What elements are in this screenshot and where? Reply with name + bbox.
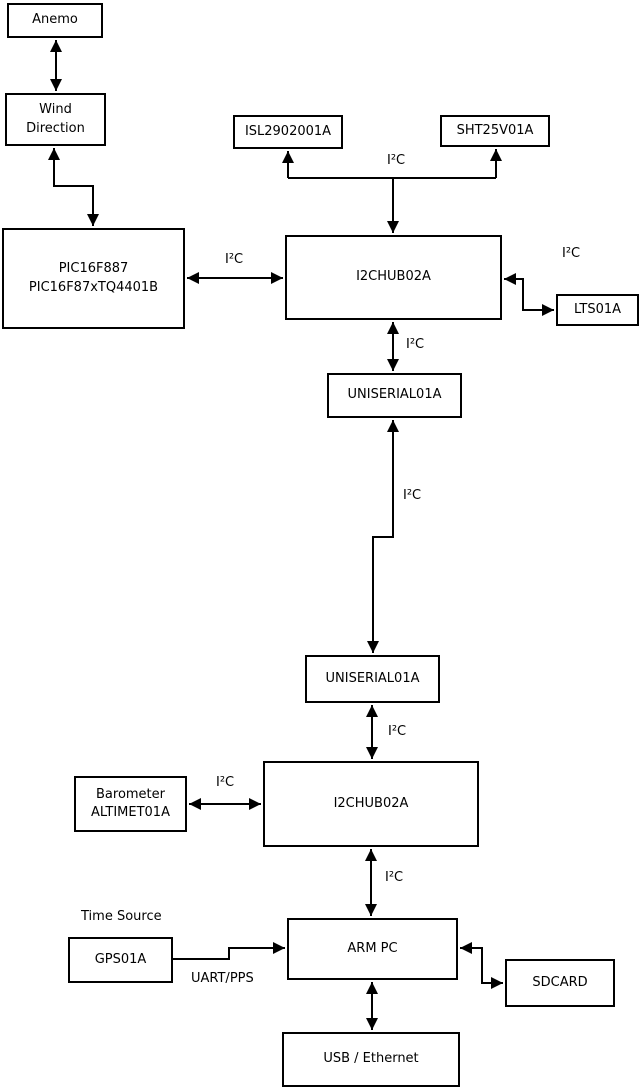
lts-sensor-box: LTS01A: [556, 294, 639, 326]
uart-pps-annotation: UART/PPS: [191, 971, 254, 986]
i2c-hub-top-box: I2CHUB02A: [285, 235, 502, 320]
arm-pc-box: ARM PC: [287, 918, 458, 980]
i2c-bus-label-barometer-hub: I²C: [216, 775, 235, 790]
barometer-label-line1: Barometer: [96, 786, 165, 802]
uniserial-top-box: UNISERIAL01A: [327, 373, 462, 418]
connector-gps-armpc: [173, 942, 285, 960]
time-source-annotation: Time Source: [81, 909, 162, 924]
anemo-box: Anemo: [7, 3, 103, 38]
i2c-bus-label-hub-uniserial: I²C: [406, 337, 425, 352]
lts-label: LTS01A: [573, 301, 622, 317]
wind-direction-box: Wind Direction: [5, 93, 106, 146]
i2c-hub-bottom-box: I2CHUB02A: [263, 761, 479, 847]
wind-direction-label-line2: Direction: [26, 120, 85, 136]
sht-sensor-box: SHT25V01A: [440, 115, 550, 147]
isl-sensor-box: ISL2902001A: [233, 115, 343, 149]
anemo-label: Anemo: [32, 12, 78, 28]
connector-wind-pic: [48, 148, 99, 226]
pic-label-line2: PIC16F87xTQ4401B: [28, 279, 159, 295]
uniserial-bottom-box: UNISERIAL01A: [305, 655, 440, 703]
usb-ethernet-box: USB / Ethernet: [282, 1032, 460, 1087]
pic-label-line1: PIC16F887: [58, 261, 129, 277]
uniserial-top-label: UNISERIAL01A: [347, 387, 442, 403]
uniserial-bottom-label: UNISERIAL01A: [325, 670, 420, 686]
i2c-bus-label-sensor-tee: I²C: [387, 153, 406, 168]
sdcard-box: SDCARD: [505, 959, 615, 1007]
i2c-bus-label-long-link: I²C: [403, 488, 422, 503]
usb-ethernet-label: USB / Ethernet: [323, 1051, 419, 1067]
i2c-bus-label-pic-hub: I²C: [225, 252, 244, 267]
pic-microcontroller-box: PIC16F887 PIC16F87xTQ4401B: [2, 228, 185, 329]
connector-i2chub-lts: [504, 273, 554, 316]
i2c-bus-label-lts-link: I²C: [562, 246, 581, 261]
gps-label: GPS01A: [94, 951, 147, 967]
i2c-hub-bottom-label: I2CHUB02A: [333, 795, 409, 811]
barometer-label-line2: ALTIMET01A: [91, 805, 170, 820]
i2c-bus-label-hub-arm: I²C: [385, 870, 404, 885]
isl-label: ISL2902001A: [244, 123, 332, 139]
i2c-hub-top-label: I2CHUB02A: [356, 269, 431, 285]
connector-uniserial-long-link: [367, 420, 399, 653]
barometer-box: Barometer ALTIMET01A: [74, 776, 187, 832]
arm-pc-label: ARM PC: [347, 940, 398, 956]
wind-direction-label-line1: Wind: [39, 102, 72, 118]
gps-box: GPS01A: [68, 937, 173, 983]
sdcard-label: SDCARD: [532, 974, 588, 990]
sht-label: SHT25V01A: [456, 122, 534, 138]
i2c-bus-label-uniserial-hub: I²C: [388, 724, 407, 739]
connector-armpc-sdcard: [460, 942, 503, 989]
